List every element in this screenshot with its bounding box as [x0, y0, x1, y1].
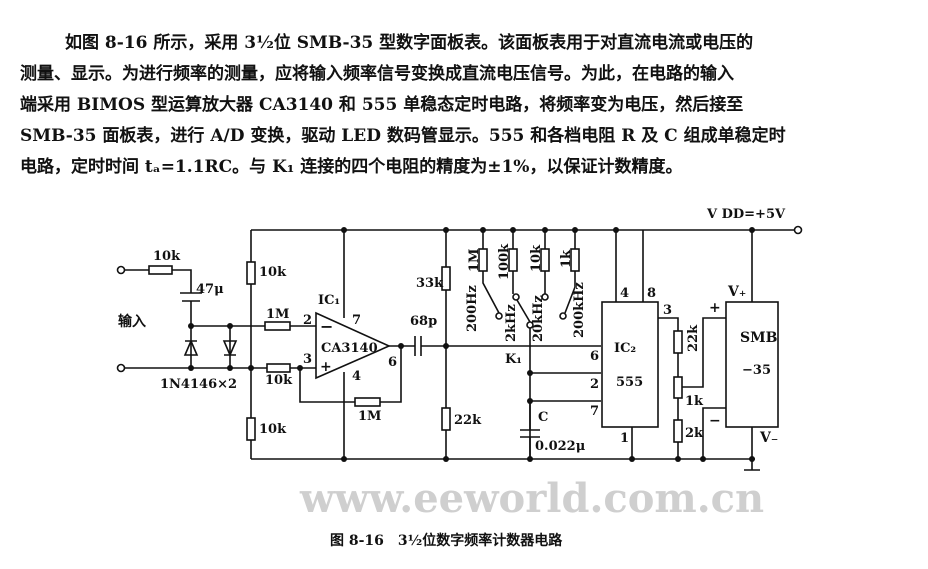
capacitor-68p: [414, 336, 422, 356]
r-22k-left-label: 22k: [454, 413, 482, 428]
ic2-pin1: 1: [620, 431, 629, 446]
vdd-terminal: [793, 225, 803, 235]
r-33k-label: 33k: [416, 276, 444, 291]
ic2-pin2: 2: [590, 377, 599, 392]
ic2-pin6: 6: [590, 349, 599, 364]
resistor-range-1k: [570, 248, 580, 272]
diodes-label: 1N4146×2: [160, 377, 237, 392]
text-line-4: SMB-35 面板表，进行 A/D 变换，驱动 LED 数码管显示。555 和各…: [20, 126, 786, 146]
potentiometer-1k: [673, 376, 683, 399]
pin2-label: 2: [303, 313, 312, 328]
range-2khz-label: 2kHz: [504, 304, 519, 342]
input-terminal-1: [116, 265, 126, 275]
range-r-1k-label: 1k: [559, 249, 574, 268]
switch-contact-200hz: [495, 312, 503, 320]
pin6-label: 6: [388, 355, 397, 370]
opamp-minus: −: [320, 317, 333, 336]
switch-contact-200khz: [559, 312, 567, 320]
text-line-3: 端采用 BIMOS 型运算放大器 CA3140 和 555 单稳态定时电路，将频…: [20, 95, 744, 115]
c-in-label: 47μ: [196, 282, 224, 297]
meter-vplus: V₊: [727, 284, 746, 300]
text-line-5: 电路，定时时间 tₐ=1.1RC。与 K₁ 连接的四个电阻的精度为±1%，以保证…: [20, 157, 683, 177]
switch-k1-pivot: [526, 321, 534, 329]
resistor-1m-inv: [264, 321, 291, 331]
description-paragraph: 如图 8-16 所示，采用 3½位 SMB-35 型数字面板表。该面板表用于对直…: [20, 28, 908, 183]
switch-contact-20khz: [541, 293, 549, 301]
range-r-10k-label: 10k: [529, 244, 544, 272]
capacitor-timing: [520, 429, 540, 438]
ic2-pin7: 7: [590, 404, 599, 419]
switch-contact-2khz: [512, 293, 520, 301]
meter-vminus: V₋: [759, 430, 778, 446]
range-200hz-label: 200Hz: [465, 285, 480, 332]
resistor-2k: [673, 419, 683, 443]
ic2-pin4: 4: [620, 286, 629, 301]
r-noninv-label: 10k: [265, 373, 293, 388]
c-timing-label: C: [538, 410, 548, 425]
resistor-range-1m: [478, 248, 488, 272]
c-timing-value: 0.022μ: [535, 439, 586, 454]
r-22k-right-label: 22k: [686, 324, 701, 352]
c-couple-label: 68p: [410, 314, 437, 329]
resistor-1m-feedback: [354, 397, 381, 407]
ic2-555-box: [601, 301, 659, 428]
input-terminal-2: [116, 363, 126, 373]
r-fb-label: 1M: [358, 409, 381, 424]
resistor-22k-left: [441, 407, 451, 431]
ic1-part-label: CA3140: [321, 341, 378, 356]
r-in-label: 10k: [153, 249, 181, 264]
pot-1k-label: 1k: [685, 394, 704, 409]
diode-1: [183, 338, 199, 356]
range-20khz-label: 20kHz: [531, 295, 546, 342]
r-bias-top-label: 10k: [259, 265, 287, 280]
range-r-1m-label: 1M: [467, 249, 482, 272]
resistor-22k-right: [673, 330, 683, 354]
opamp-plus: +: [320, 359, 332, 375]
resistor-range-100k: [508, 248, 518, 272]
smb35-meter-box: [725, 301, 779, 428]
ic2-part-label: 555: [616, 375, 643, 390]
meter-minus: −: [709, 413, 721, 429]
vdd-label: V DD=+5V: [706, 207, 786, 222]
r-inv-label: 1M: [266, 307, 289, 322]
meter-line2: −35: [742, 363, 771, 378]
resistor-input: [148, 265, 173, 275]
resistor-range-10k: [540, 248, 550, 272]
meter-line1: SMB: [740, 330, 778, 346]
figure-caption: 图 8-16 3½位数字频率计数器电路: [330, 532, 563, 549]
switch-k1-label: K₁: [505, 352, 522, 367]
resistor-33k: [441, 266, 451, 291]
opamp-ca3140: [315, 311, 391, 380]
ic2-pin8: 8: [647, 286, 656, 301]
diode-2: [222, 340, 238, 358]
pin7-label: 7: [352, 313, 361, 328]
text-line-2: 测量、显示。为进行频率的测量，应将输入频率信号变换成直流电压信号。为此，在电路的…: [20, 64, 734, 84]
pin4-label: 4: [352, 369, 361, 384]
input-label: 输入: [118, 313, 146, 330]
pin3-label: 3: [303, 352, 312, 367]
range-200khz-label: 200kHz: [572, 282, 587, 338]
capacitor-47u: [180, 292, 202, 302]
ic2-label: IC₂: [614, 341, 636, 356]
r-bias-bot-label: 10k: [259, 422, 287, 437]
watermark: www.eeworld.com.cn: [299, 475, 764, 522]
resistor-10k-noninv: [266, 363, 291, 373]
r-2k-label: 2k: [685, 426, 704, 441]
ic1-label: IC₁: [318, 293, 340, 308]
junction-dots: [188, 227, 755, 462]
text-line-1: 如图 8-16 所示，采用 3½位 SMB-35 型数字面板表。该面板表用于对直…: [65, 33, 754, 53]
ic2-pin3: 3: [663, 303, 672, 318]
range-r-100k-label: 100k: [497, 243, 512, 280]
resistor-bias-top: [246, 261, 256, 285]
meter-plus: +: [709, 300, 721, 316]
resistor-bias-bottom: [246, 417, 256, 441]
